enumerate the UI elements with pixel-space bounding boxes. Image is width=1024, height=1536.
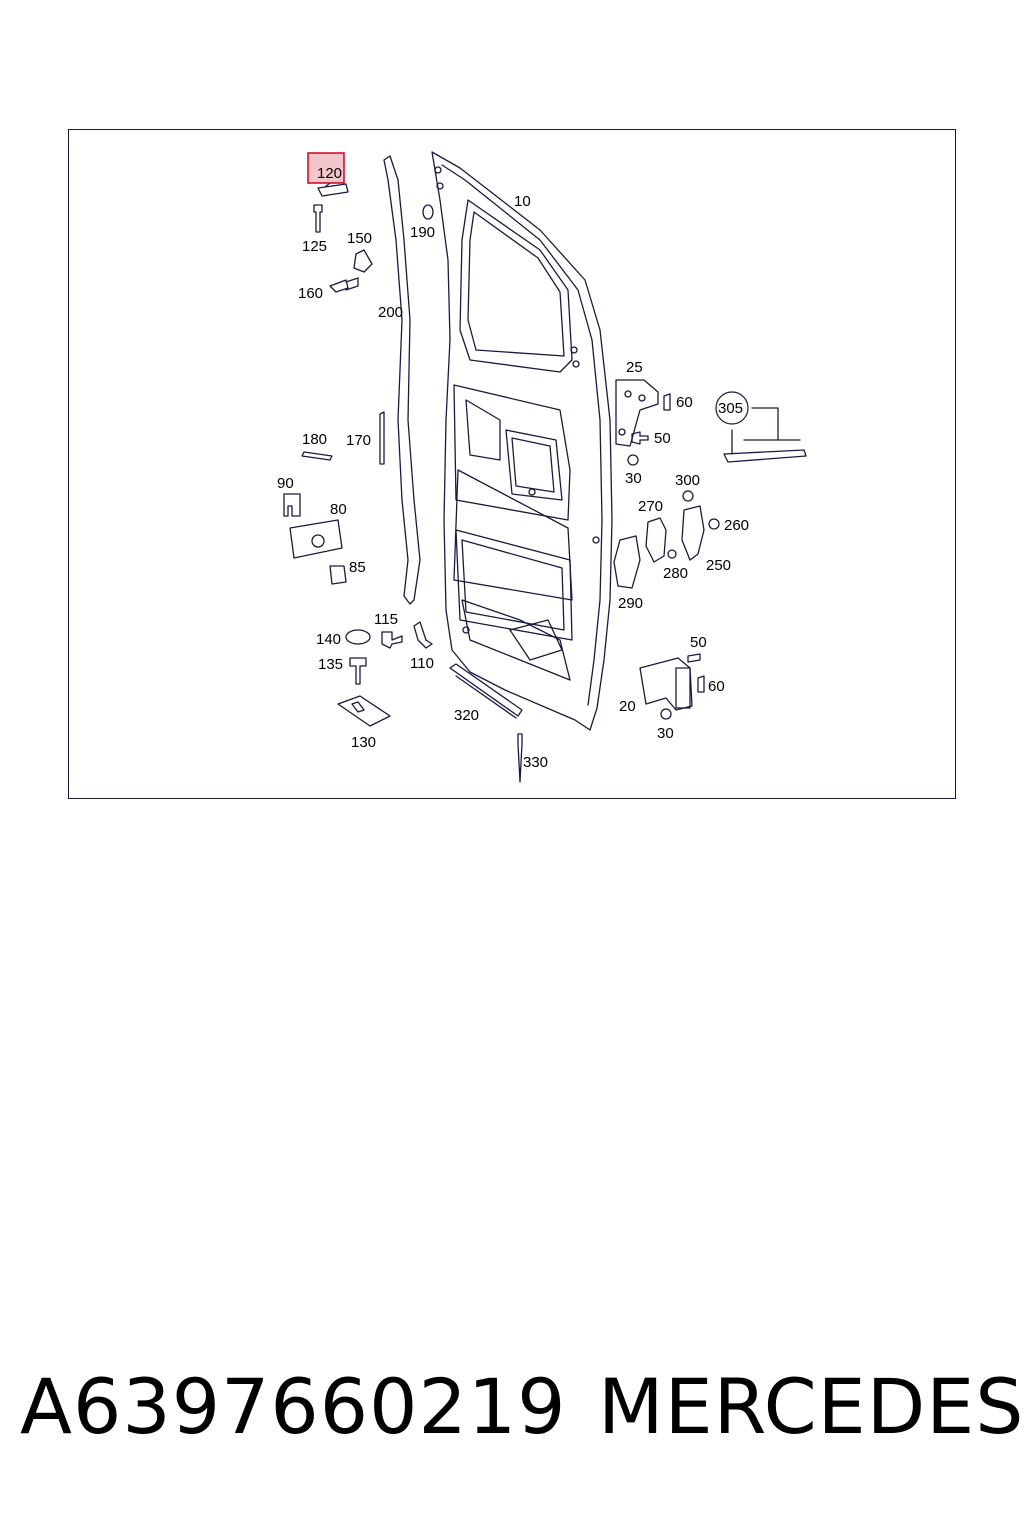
label-60-bottom[interactable]: 60 bbox=[708, 678, 725, 695]
brand-name: MERCEDES bbox=[598, 1362, 1024, 1451]
bolt-part-125 bbox=[313, 204, 323, 233]
rail-part-320 bbox=[449, 663, 523, 719]
label-250[interactable]: 250 bbox=[706, 557, 731, 574]
label-180[interactable]: 180 bbox=[302, 431, 327, 448]
label-305[interactable]: 305 bbox=[718, 400, 743, 417]
bar-part-170 bbox=[379, 411, 385, 465]
cap-part-280 bbox=[667, 549, 677, 559]
label-280[interactable]: 280 bbox=[663, 565, 688, 582]
label-290[interactable]: 290 bbox=[618, 595, 643, 612]
catch-part-250 bbox=[681, 505, 705, 561]
strip-part-180 bbox=[301, 451, 333, 461]
bolt-part-50-lower bbox=[687, 653, 701, 663]
label-330[interactable]: 330 bbox=[523, 754, 548, 771]
cover-part-290 bbox=[613, 535, 641, 589]
plate-part-130 bbox=[337, 695, 391, 727]
label-170[interactable]: 170 bbox=[346, 432, 371, 449]
label-135[interactable]: 135 bbox=[318, 656, 343, 673]
seal-strip-part bbox=[383, 155, 421, 605]
hinge-part-20 bbox=[639, 657, 693, 711]
label-260[interactable]: 260 bbox=[724, 517, 749, 534]
label-60-top[interactable]: 60 bbox=[676, 394, 693, 411]
bolt-part-50-upper bbox=[631, 431, 649, 445]
part-number: A6397660219 bbox=[20, 1362, 567, 1451]
label-10[interactable]: 10 bbox=[514, 193, 531, 210]
caption: A6397660219 MERCEDES bbox=[0, 1362, 1024, 1472]
nut-part-30-lower bbox=[660, 708, 672, 720]
label-20[interactable]: 20 bbox=[619, 698, 636, 715]
bolt-part-60-upper bbox=[663, 393, 671, 411]
clip-part-150 bbox=[353, 249, 373, 273]
label-305-circle bbox=[715, 391, 749, 425]
label-125[interactable]: 125 bbox=[302, 238, 327, 255]
bracket-part-110 bbox=[413, 621, 433, 649]
label-300[interactable]: 300 bbox=[675, 472, 700, 489]
label-130[interactable]: 130 bbox=[351, 734, 376, 751]
label-50-top[interactable]: 50 bbox=[654, 430, 671, 447]
label-150[interactable]: 150 bbox=[347, 230, 372, 247]
ring-part-300 bbox=[682, 490, 694, 502]
label-30-top[interactable]: 30 bbox=[625, 470, 642, 487]
hinge-part-25 bbox=[615, 379, 659, 447]
label-30-bottom[interactable]: 30 bbox=[657, 725, 674, 742]
label-115[interactable]: 115 bbox=[374, 611, 398, 628]
label-190[interactable]: 190 bbox=[410, 224, 435, 241]
label-320[interactable]: 320 bbox=[454, 707, 479, 724]
tie-part-330 bbox=[517, 733, 523, 783]
door-shell-part bbox=[431, 151, 613, 731]
cap-part-140 bbox=[345, 629, 371, 645]
label-270[interactable]: 270 bbox=[638, 498, 663, 515]
cover-part-85 bbox=[329, 565, 347, 585]
label-160-top[interactable]: 160 bbox=[298, 285, 323, 302]
screw-part-135 bbox=[349, 657, 367, 685]
diagram-frame bbox=[68, 129, 956, 799]
label-85[interactable]: 85 bbox=[349, 559, 366, 576]
label-110[interactable]: 110 bbox=[410, 655, 434, 672]
lock-part-270 bbox=[645, 517, 667, 563]
screw-part-160 bbox=[329, 277, 359, 293]
nut-part-30-upper bbox=[627, 454, 639, 466]
plug-part-190 bbox=[422, 204, 434, 220]
label-140[interactable]: 140 bbox=[316, 631, 341, 648]
handle-part-80 bbox=[289, 519, 343, 559]
label-90[interactable]: 90 bbox=[277, 475, 294, 492]
label-80[interactable]: 80 bbox=[330, 501, 347, 518]
label-200[interactable]: 200 bbox=[378, 304, 403, 321]
nut-part-260 bbox=[708, 518, 720, 530]
part-labels: 120 125 150 160 200 190 10 25 60 305 180… bbox=[277, 165, 749, 771]
label-25[interactable]: 25 bbox=[626, 359, 643, 376]
label-50-bottom[interactable]: 50 bbox=[690, 634, 707, 651]
highlight-box-120 bbox=[307, 152, 345, 184]
clip-part-90 bbox=[283, 493, 301, 517]
label-120[interactable]: 120 bbox=[317, 165, 342, 182]
bolt-part-60-lower bbox=[697, 675, 705, 693]
screw-part-115 bbox=[381, 631, 403, 649]
